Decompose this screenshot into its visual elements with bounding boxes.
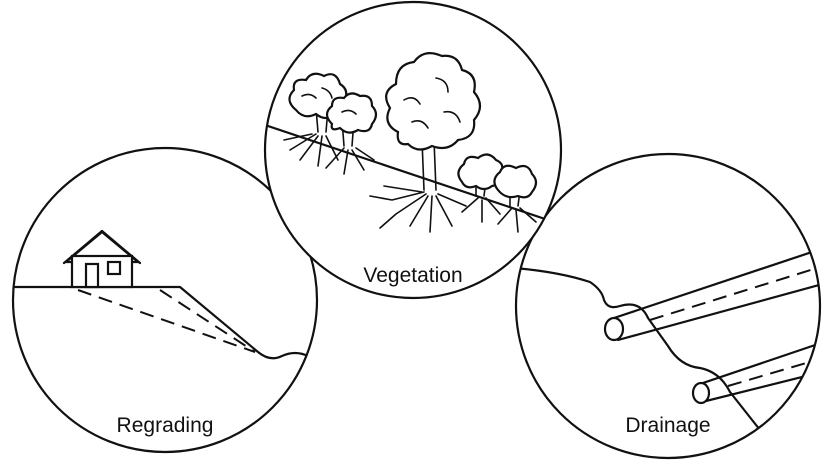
drainage-panel: Drainage [515,154,826,458]
drainage-circle [516,154,820,458]
vegetation-circle [265,2,561,298]
vegetation-panel: Vegetation [262,2,561,298]
vegetation-label: Vegetation [363,264,462,287]
regrading-label: Regrading [117,414,214,437]
drainage-label: Drainage [625,414,710,437]
